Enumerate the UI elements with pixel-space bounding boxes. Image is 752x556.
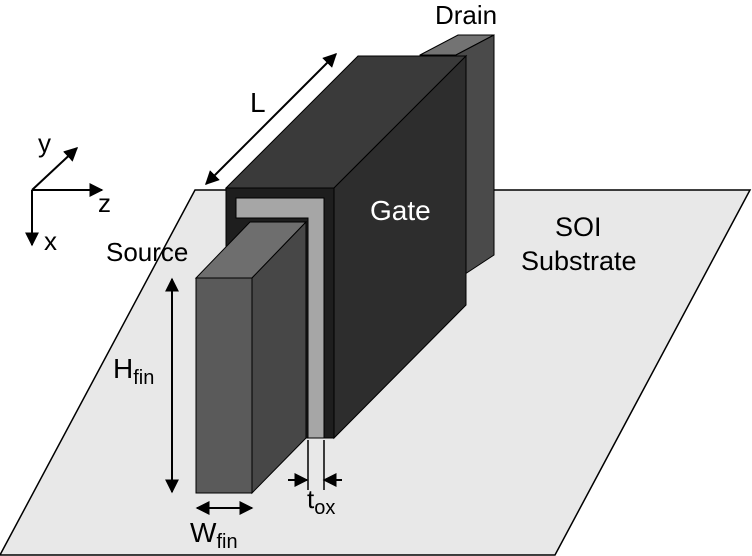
coordinate-axes: y z x xyxy=(25,128,111,256)
height-label-sub: fin xyxy=(133,367,154,389)
height-label-main: H xyxy=(113,353,133,384)
tox-label-main: t xyxy=(307,484,315,514)
substrate-label-line2: Substrate xyxy=(521,246,637,276)
width-label-sub: fin xyxy=(216,531,237,553)
gate-label: Gate xyxy=(370,195,431,226)
fin-block xyxy=(194,220,308,495)
length-arrow xyxy=(205,53,337,185)
gate-oxide xyxy=(235,197,325,439)
fin-front xyxy=(195,277,253,494)
axis-z-label: z xyxy=(98,188,111,218)
drain-label: Drain xyxy=(435,0,497,30)
axis-y-arrow xyxy=(31,147,79,191)
width-label: Wfin xyxy=(190,517,238,553)
axis-x-label: x xyxy=(44,226,57,256)
tox-label-sub: ox xyxy=(314,497,335,519)
tox-label: tox xyxy=(307,484,335,519)
source-label: Source xyxy=(106,237,188,267)
height-label: Hfin xyxy=(113,353,154,389)
substrate-label-line1: SOI xyxy=(555,212,602,242)
axis-y-label: y xyxy=(38,128,51,158)
length-label: L xyxy=(250,87,266,118)
width-label-main: W xyxy=(190,517,217,548)
